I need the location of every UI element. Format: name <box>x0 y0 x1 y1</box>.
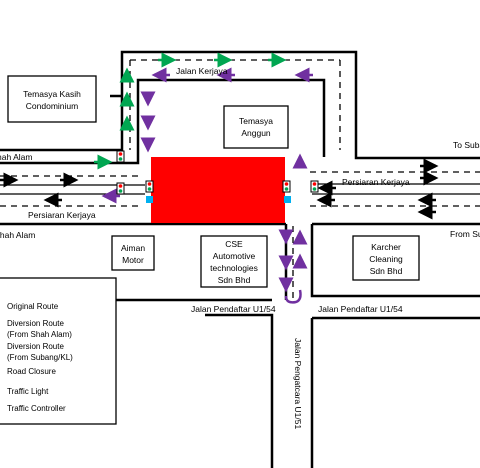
diversion-arrows-shah-alam <box>94 52 287 170</box>
legend: Original Route Diversion Route (From Sha… <box>0 277 117 425</box>
traffic-light <box>310 180 319 193</box>
traffic-light <box>282 180 291 193</box>
building-label-line: Aiman <box>121 243 145 253</box>
traffic-light <box>145 180 154 193</box>
legend-item-diversion-subang: Diversion Route <box>7 342 64 351</box>
legend-item-diversion-subang-sub: (From Subang/KL) <box>7 353 73 362</box>
building-label-line: Temasya Kasih <box>23 89 81 99</box>
building-cse-automotive: CSE Automotive technologies Sdn Bhd <box>200 235 268 288</box>
building-temasya-anggun: Temasya Anggun <box>223 105 289 149</box>
building-temasya-kasih: Temasya Kasih Condominium <box>7 75 97 123</box>
direction-label-from-subang: From Subang <box>450 229 480 239</box>
building-karcher-cleaning: Karcher Cleaning Sdn Bhd <box>352 235 420 281</box>
legend-item-road-closure: Road Closure <box>7 367 56 376</box>
road-label-persiaran-kerjaya-left: Persiaran Kerjaya <box>28 210 96 220</box>
direction-label-from-shah-alam: From Shah Alam <box>0 230 35 240</box>
legend-item-traffic-controller: Traffic Controller <box>7 404 66 413</box>
direction-label-to-subang: To Subang <box>453 140 480 150</box>
legend-item-original-route: Original Route <box>7 302 59 311</box>
traffic-light <box>116 182 125 195</box>
road-labels: Jalan Kerjaya Persiaran Kerjaya Persiara… <box>0 66 480 429</box>
traffic-controller-group <box>146 196 291 203</box>
building-label-line: Karcher <box>371 242 401 252</box>
building-label-line: Anggun <box>241 128 271 138</box>
traffic-controller <box>284 196 291 203</box>
road-label-pengatcara: Jalan Pengatcara U1/51 <box>293 338 303 429</box>
road-label-persiaran-kerjaya-right: Persiaran Kerjaya <box>342 177 410 187</box>
road-label-pendaftar-right: Jalan Pendaftar U1/54 <box>318 304 403 314</box>
original-route-arrows <box>0 158 439 220</box>
building-label-line: Automotive <box>213 251 256 261</box>
building-label-line: Temasya <box>239 116 273 126</box>
legend-item-diversion-shah-alam: Diversion Route <box>7 319 64 328</box>
traffic-controller <box>146 196 153 203</box>
direction-label-to-shah-alam: To Shah Alam <box>0 152 32 162</box>
legend-item-traffic-light: Traffic Light <box>7 387 49 396</box>
building-label-line: CSE <box>225 239 243 249</box>
road-label-jalan-kerjaya: Jalan Kerjaya <box>176 66 228 76</box>
traffic-light <box>116 150 125 163</box>
building-label-line: Cleaning <box>369 254 403 264</box>
road-closure-block <box>151 157 285 223</box>
legend-item-diversion-shah-alam-sub: (From Shah Alam) <box>7 330 72 339</box>
building-label-line: Condominium <box>26 101 78 111</box>
building-label-line: Motor <box>122 255 144 265</box>
traffic-light-group <box>116 150 319 195</box>
road-label-pendaftar-left: Jalan Pendaftar U1/54 <box>191 304 276 314</box>
building-label-line: Sdn Bhd <box>370 266 403 276</box>
building-label-line: technologies <box>210 263 258 273</box>
diversion-arrows-subang <box>101 67 313 304</box>
building-label-line: Sdn Bhd <box>218 275 251 285</box>
building-aiman-motor: Aiman Motor <box>111 235 155 271</box>
